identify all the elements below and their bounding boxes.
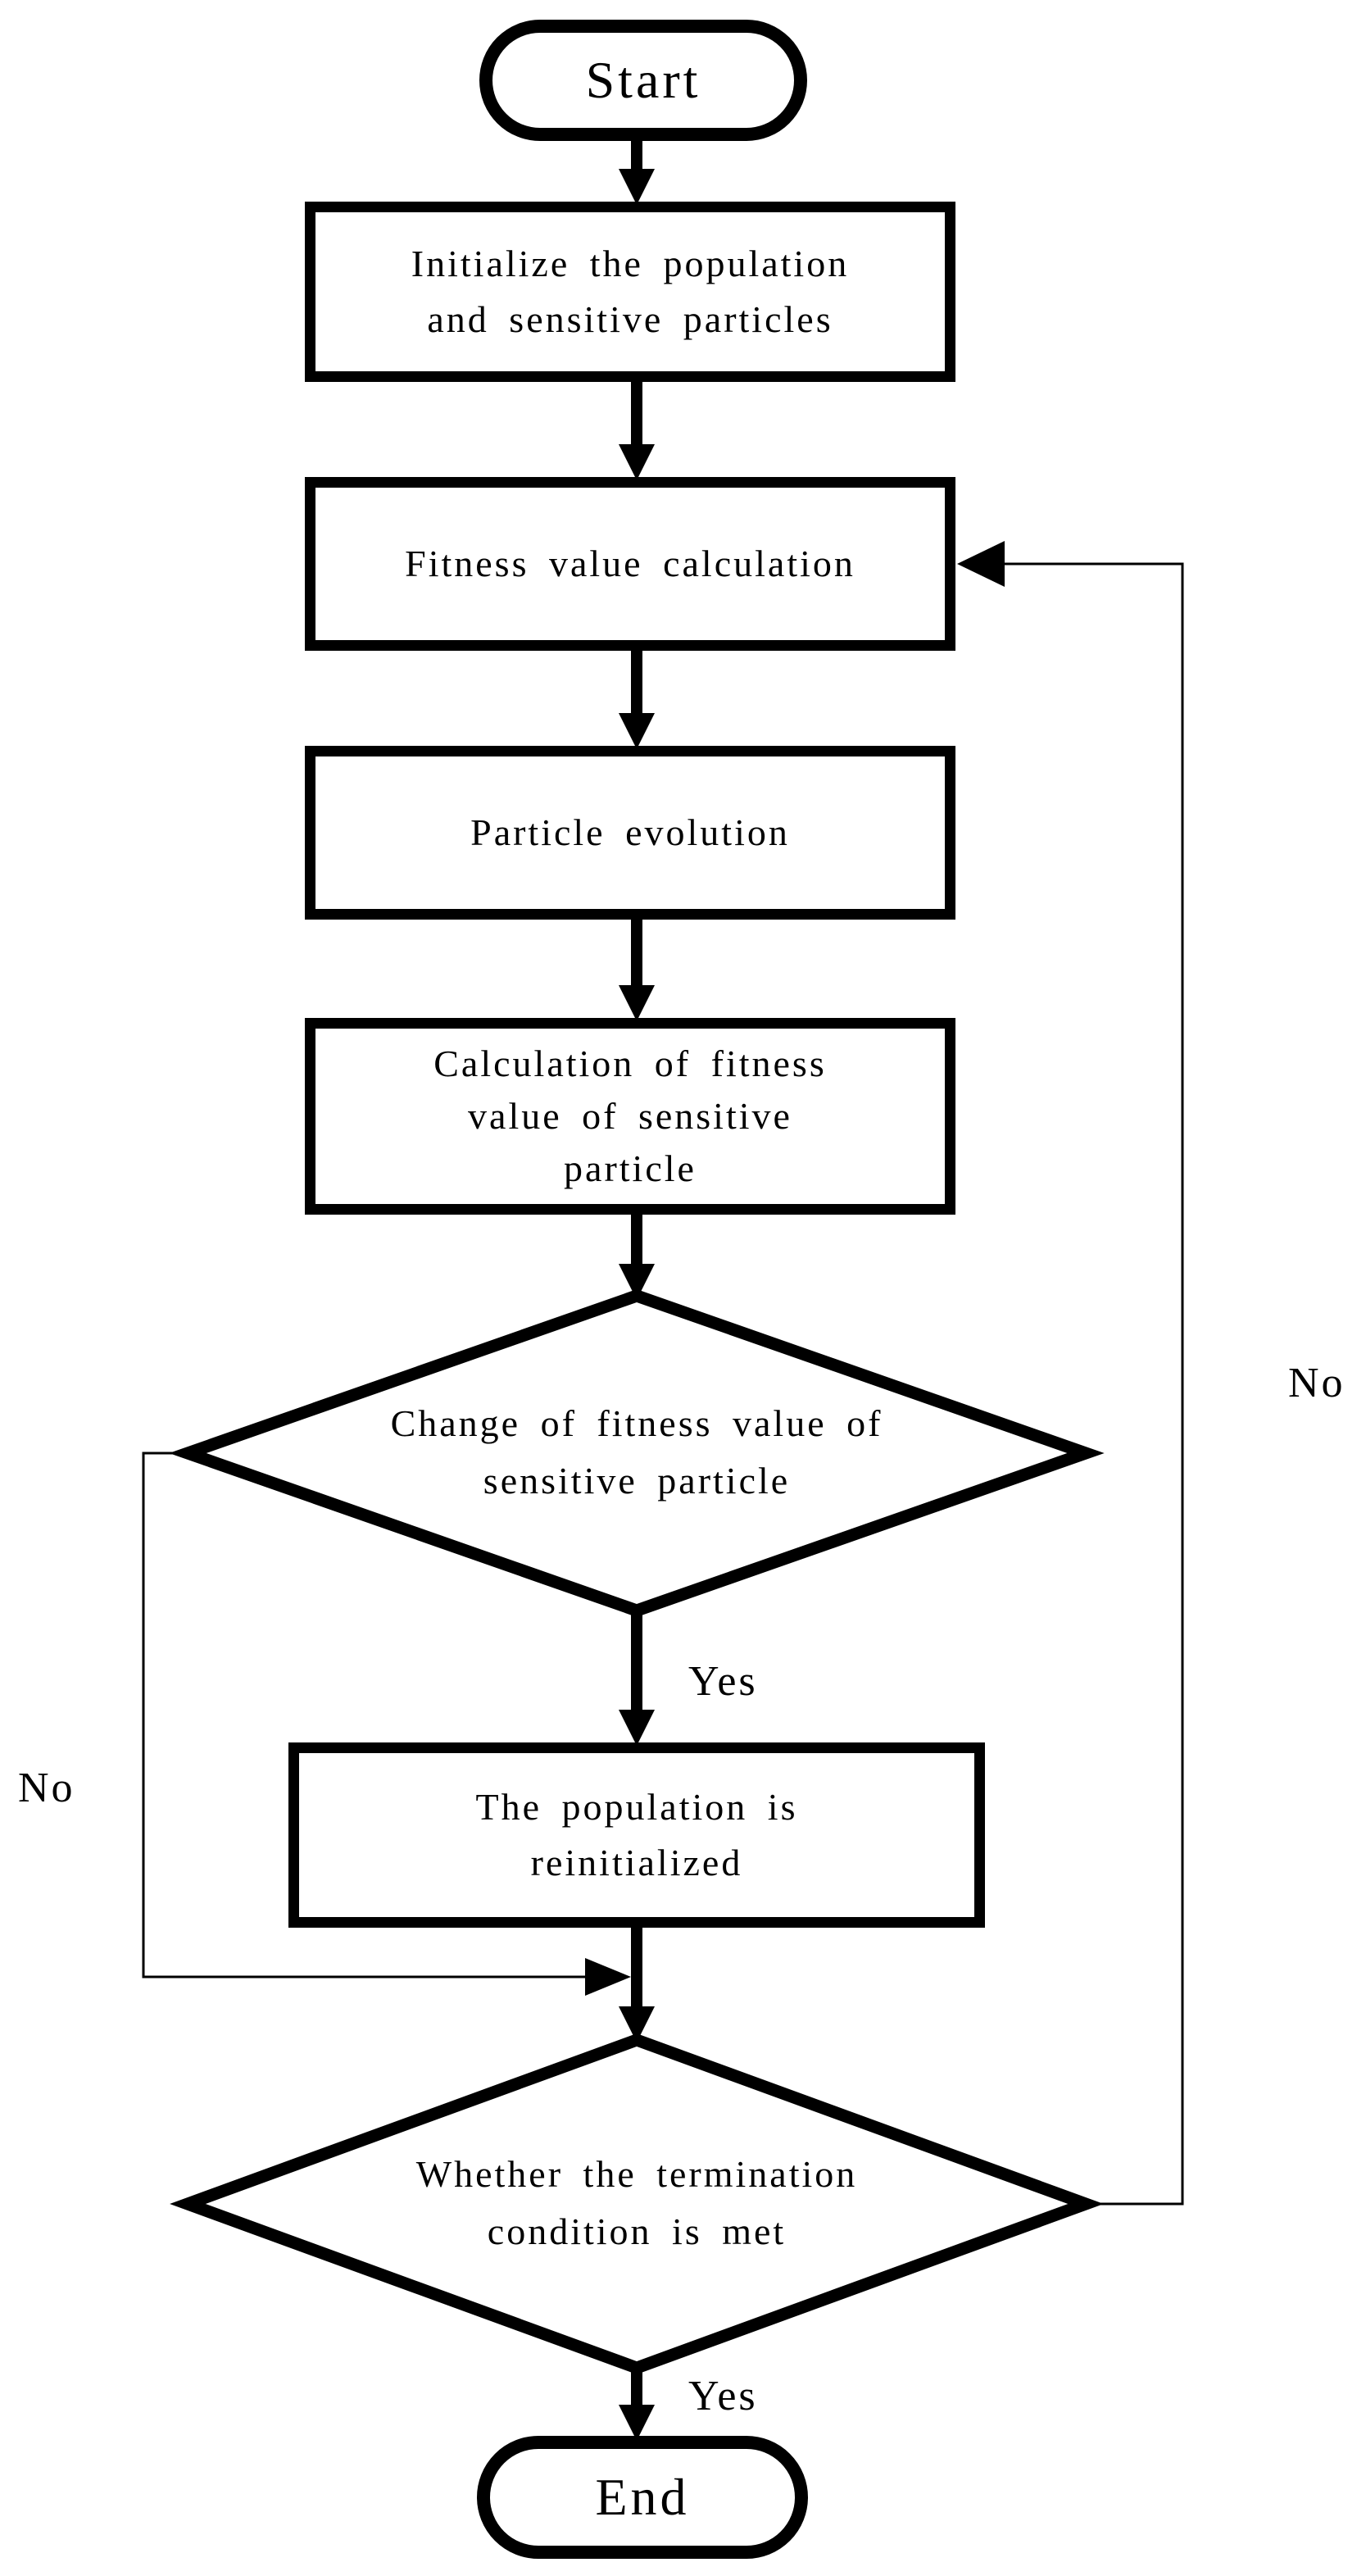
node-change-decision-diamond	[169, 1289, 1105, 1617]
node-reinitialize-population: The population is reinitialized	[288, 1742, 985, 1928]
edge-label-change-no: No	[18, 1765, 75, 1811]
node-termination-decision-diamond	[170, 2033, 1104, 2374]
node-start: Start	[479, 20, 807, 141]
node-fitness-calculation: Fitness value calculation	[305, 477, 955, 651]
node-initialize: Initialize the population and sensitive …	[305, 202, 955, 382]
node-calc-sensitive-fitness-line2: value of sensitive	[468, 1095, 792, 1137]
node-change-decision-label: Change of fitness value of sensitive par…	[188, 1395, 1086, 1510]
edge-init-to-fitness-arrowhead-icon	[619, 444, 655, 480]
edge-start-to-init-arrowhead-icon	[619, 169, 655, 205]
node-calc-sensitive-fitness-line1: Calculation of fitness	[433, 1043, 827, 1084]
node-calc-sensitive-fitness-line3: particle	[564, 1147, 697, 1189]
edge-change-no-arrowhead-icon	[585, 1958, 631, 1996]
node-start-label: Start	[585, 51, 701, 109]
edge-label-termination-no: No	[1288, 1360, 1346, 1406]
edge-termination-no-line	[1003, 562, 1184, 2206]
edge-fitness-to-evolution-arrowhead-icon	[619, 713, 655, 749]
edge-calc-to-change-arrowhead-icon	[619, 1264, 655, 1300]
node-end: End	[477, 2436, 808, 2559]
node-termination-decision-line2: condition is met	[487, 2210, 787, 2252]
node-initialize-label-line2: and sensitive particles	[427, 298, 833, 340]
node-termination-decision-label: Whether the termination condition is met	[188, 2146, 1086, 2260]
node-reinitialize-population-line1: The population is	[475, 1786, 798, 1828]
node-initialize-label-line1: Initialize the population	[411, 243, 850, 284]
node-calc-sensitive-fitness: Calculation of fitness value of sensitiv…	[305, 1018, 955, 1215]
node-change-decision-line2: sensitive particle	[483, 1460, 791, 1502]
node-particle-evolution: Particle evolution	[305, 746, 955, 920]
edge-label-termination-yes: Yes	[688, 2373, 758, 2419]
node-end-label: End	[595, 2468, 690, 2526]
edge-change-yes-arrowhead-icon	[619, 1710, 655, 1746]
node-change-decision-line1: Change of fitness value of	[390, 1402, 883, 1444]
edge-termination-yes-arrowhead-icon	[619, 2405, 655, 2441]
edge-reinit-to-termination-arrowhead-icon	[619, 2006, 655, 2042]
edge-evolution-to-calc-arrowhead-icon	[619, 985, 655, 1021]
node-termination-decision-line1: Whether the termination	[415, 2153, 858, 2195]
edge-termination-no-arrowhead-icon	[957, 541, 1005, 587]
node-particle-evolution-label: Particle evolution	[470, 811, 790, 853]
node-reinitialize-population-line2: reinitialized	[530, 1842, 743, 1883]
node-fitness-calculation-label: Fitness value calculation	[405, 543, 855, 584]
edge-change-no-line	[142, 1452, 588, 1979]
edge-label-change-yes: Yes	[688, 1658, 758, 1705]
